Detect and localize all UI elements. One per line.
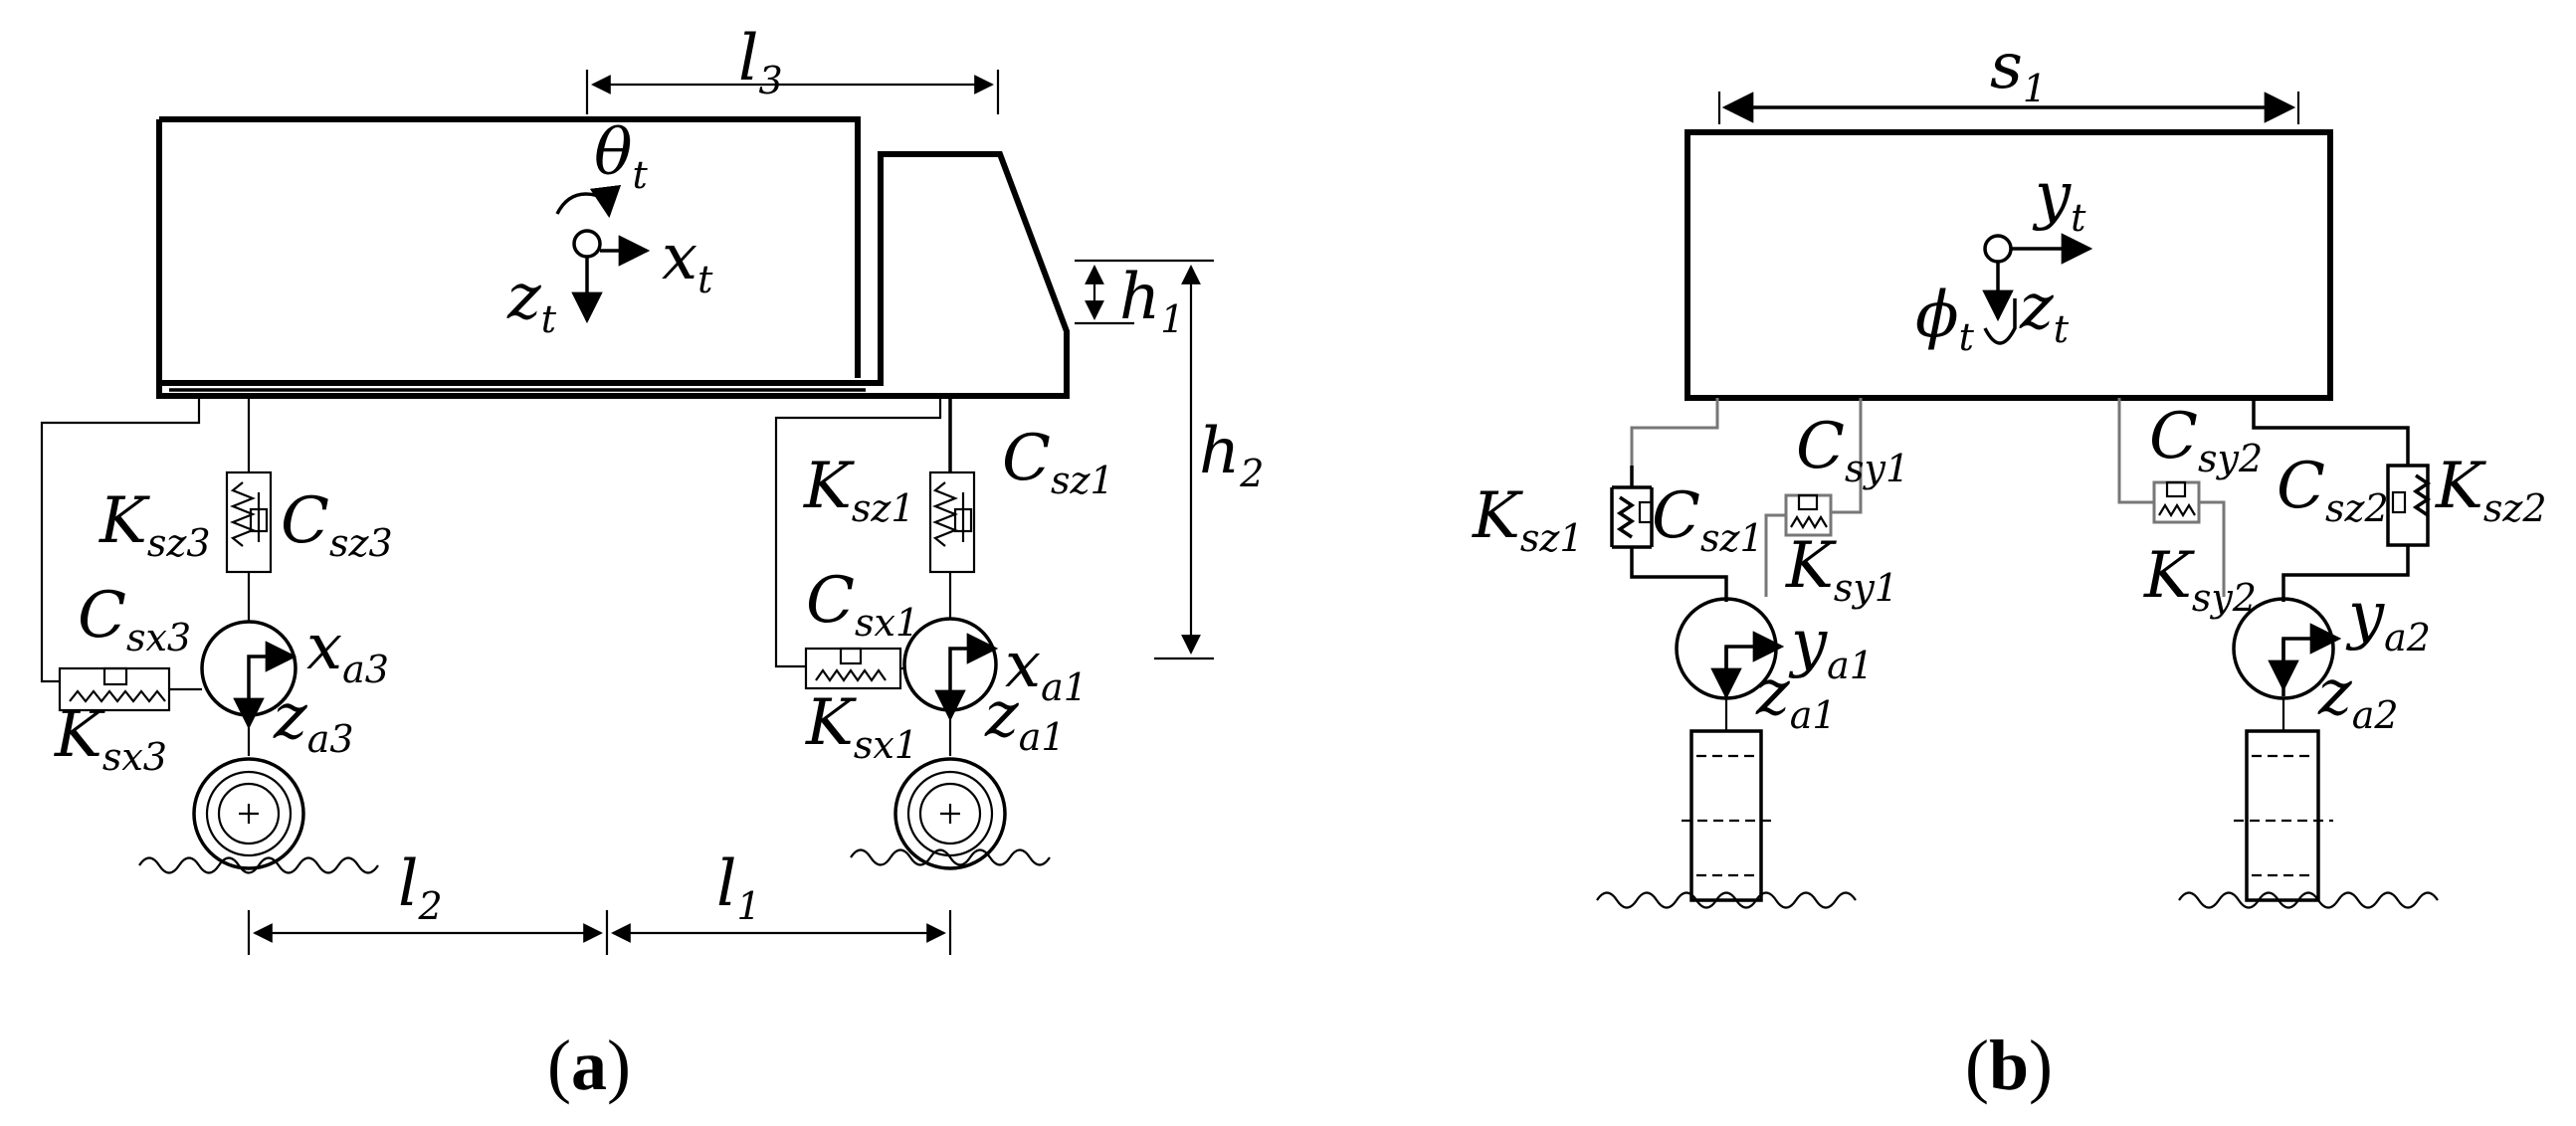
label-phi-t: ϕt <box>1915 279 1975 359</box>
label-k-sz3: Ksz3 <box>99 484 211 565</box>
label-h2: h2 <box>1199 415 1264 495</box>
front-suspension <box>774 398 1051 870</box>
label-x-a1: xa1 <box>1005 629 1088 709</box>
label-z-t: zt <box>506 261 557 341</box>
label-c-sz1-rear: Csz1 <box>1652 479 1764 560</box>
label-h1: h1 <box>1119 261 1184 341</box>
caption-a: (a) <box>547 1026 631 1105</box>
label-c-sz1: Csz1 <box>1002 422 1114 502</box>
truck-body <box>156 116 1070 399</box>
label-k-sz1-rear: Ksz1 <box>1472 479 1584 560</box>
label-y-t: yt <box>2032 159 2086 240</box>
label-x-t: xt <box>662 221 713 301</box>
left-suspension <box>1596 398 1863 909</box>
label-l1: l1 <box>716 847 761 928</box>
label-k-sy1: Ksy1 <box>1785 529 1898 610</box>
label-l3: l3 <box>738 22 783 102</box>
rear-view-cg-axes <box>1982 233 2093 345</box>
h-dimensions <box>1075 259 1214 660</box>
label-x-a3: xa3 <box>306 611 389 691</box>
label-z-a1: za1 <box>984 678 1066 759</box>
right-suspension <box>2117 398 2439 909</box>
label-y-a2: ya2 <box>2345 579 2431 659</box>
label-c-sz3: Csz3 <box>281 484 393 565</box>
caption-b: (b) <box>1965 1026 2053 1105</box>
panel-a: l3 θt xt zt h1 h2 Ksz3 Csz3 Csx3 Ksx3 xa… <box>40 22 1264 1105</box>
rear-view-body <box>1684 129 2333 401</box>
label-z-a1-rear: za1 <box>1755 657 1837 737</box>
label-s1: s1 <box>1990 30 2047 110</box>
label-z-t-rear: zt <box>2019 271 2070 351</box>
label-c-sy1: Csy1 <box>1796 410 1909 490</box>
label-c-sz2: Csz2 <box>2277 450 2389 530</box>
label-y-a1: ya1 <box>1788 607 1874 687</box>
label-k-sz2: Ksz2 <box>2435 450 2547 530</box>
label-theta-t: θt <box>594 116 649 197</box>
label-k-sx1: Ksx1 <box>805 686 918 767</box>
label-z-a2: za2 <box>2317 657 2399 737</box>
label-k-sx3: Ksx3 <box>54 698 167 779</box>
body-cg-axes <box>555 184 651 324</box>
label-k-sz1: Ksz1 <box>803 450 915 530</box>
label-l2: l2 <box>398 847 443 928</box>
label-z-a3: za3 <box>273 680 354 761</box>
s1-dimension <box>1717 92 2300 124</box>
label-c-sx3: Csx3 <box>78 579 191 659</box>
label-k-sy2: Ksy2 <box>2143 539 2257 620</box>
label-c-sy2: Csy2 <box>2149 400 2263 480</box>
label-c-sx1: Csx1 <box>806 564 919 645</box>
rear-suspension <box>40 398 379 874</box>
l-dimensions <box>247 910 952 955</box>
l3-dimension <box>585 70 1000 114</box>
panel-b: s1 yt ϕt zt Ksz1 Csz1 Csy1 Ksy1 ya1 za1 … <box>1472 30 2547 1105</box>
